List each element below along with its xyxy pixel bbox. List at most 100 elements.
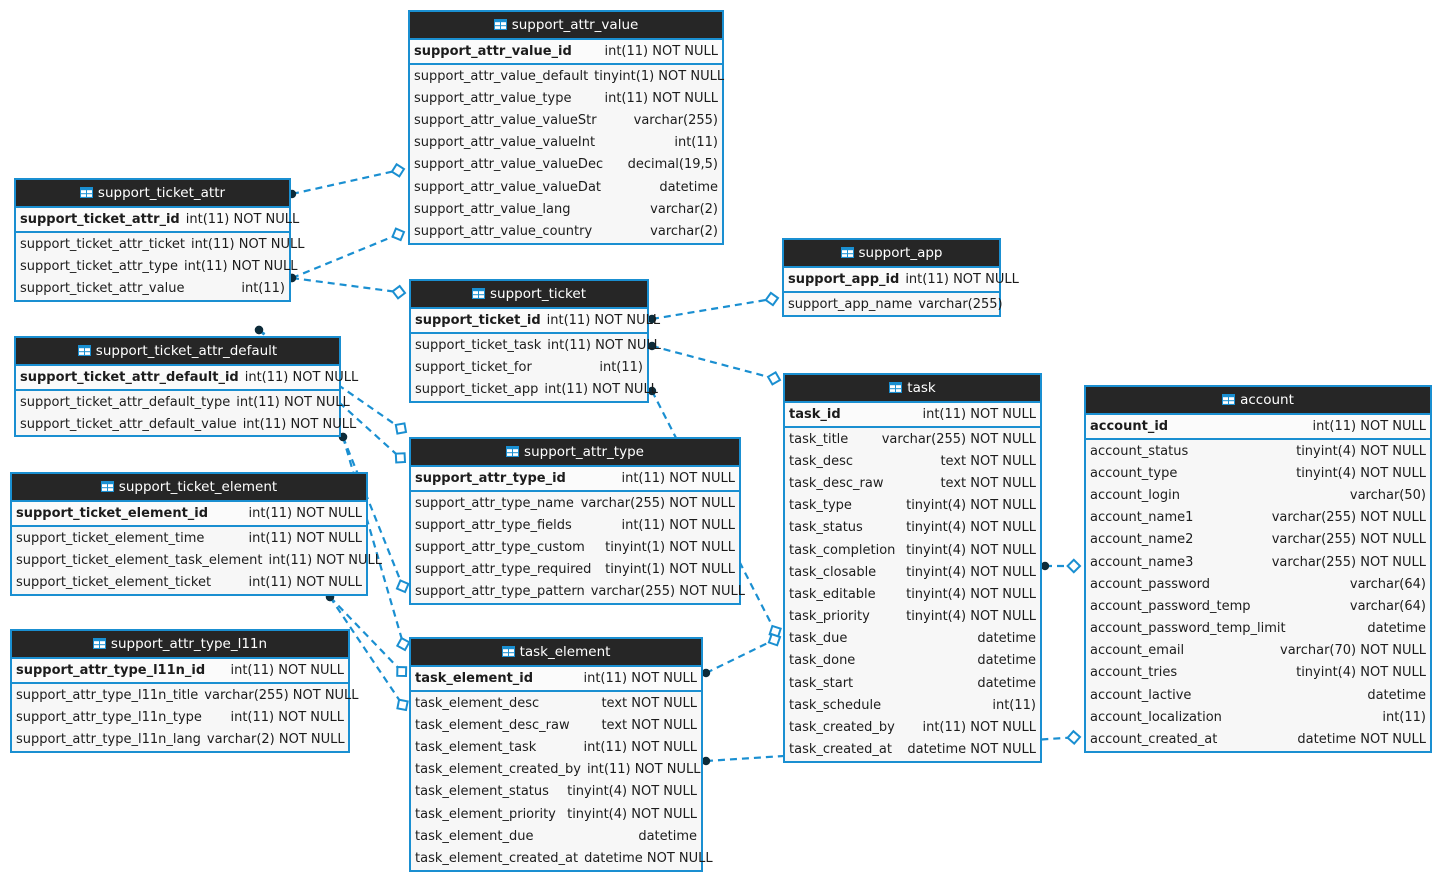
relation-endpoint-diamond <box>764 291 780 307</box>
column-type: int(11) NOT NULL <box>905 272 1019 287</box>
column-name: task_element_desc_raw <box>415 717 570 733</box>
column-type: varchar(255) NOT NULL <box>881 431 1036 447</box>
column-type: int(11) <box>599 359 643 375</box>
column-name: task_id <box>789 407 841 422</box>
column-name: task_closable <box>789 564 877 580</box>
relation-endpoint-diamond <box>768 624 782 639</box>
column-type: datetime <box>1367 687 1426 703</box>
column-type: tinyint(4) NOT NULL <box>1296 665 1426 681</box>
table-icon <box>501 646 515 657</box>
relation-line <box>291 230 405 280</box>
